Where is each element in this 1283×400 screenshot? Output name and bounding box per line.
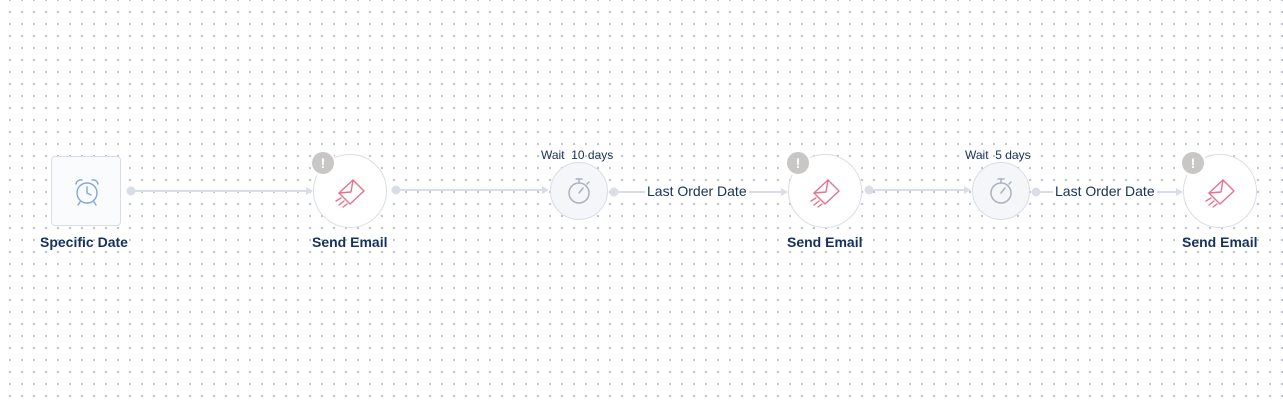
email-send-icon bbox=[810, 179, 840, 208]
connector-arrow bbox=[1176, 188, 1183, 196]
warning-badge[interactable]: ! bbox=[1180, 150, 1206, 176]
connector-start-dot[interactable] bbox=[391, 185, 401, 195]
alarm-clock-icon bbox=[75, 179, 99, 206]
wait-duration-label: Wait 5 days bbox=[965, 148, 1031, 162]
wait-node-10-days[interactable] bbox=[550, 162, 608, 220]
email-send-icon bbox=[1205, 179, 1235, 208]
edge-label-last-order-date[interactable]: Last Order Date bbox=[645, 183, 749, 199]
node-label-specific-date: Specific Date bbox=[40, 234, 128, 250]
connector-arrow bbox=[306, 187, 313, 195]
warning-badge[interactable]: ! bbox=[310, 150, 336, 176]
node-label-send-email: Send Email bbox=[787, 234, 863, 250]
warning-badge[interactable]: ! bbox=[785, 150, 811, 176]
connector-arrow bbox=[964, 186, 971, 194]
connector-start-dot[interactable] bbox=[126, 186, 136, 196]
trigger-node-specific-date[interactable] bbox=[51, 156, 121, 226]
wait-duration-label: Wait 10 days bbox=[541, 148, 614, 162]
connector-start-dot[interactable] bbox=[609, 187, 619, 197]
send-email-node-2[interactable] bbox=[788, 154, 862, 228]
connector-start-dot[interactable] bbox=[864, 185, 874, 195]
email-send-icon bbox=[335, 179, 365, 208]
stopwatch-icon bbox=[568, 178, 590, 204]
node-label-send-email: Send Email bbox=[312, 234, 388, 250]
connector-arrow bbox=[542, 186, 549, 194]
node-label-send-email: Send Email bbox=[1182, 234, 1258, 250]
wait-node-5-days[interactable] bbox=[972, 162, 1030, 220]
edge-label-last-order-date[interactable]: Last Order Date bbox=[1053, 183, 1157, 199]
connector-start-dot[interactable] bbox=[1031, 187, 1041, 197]
stopwatch-icon bbox=[990, 178, 1012, 204]
connector-arrow bbox=[781, 188, 788, 196]
